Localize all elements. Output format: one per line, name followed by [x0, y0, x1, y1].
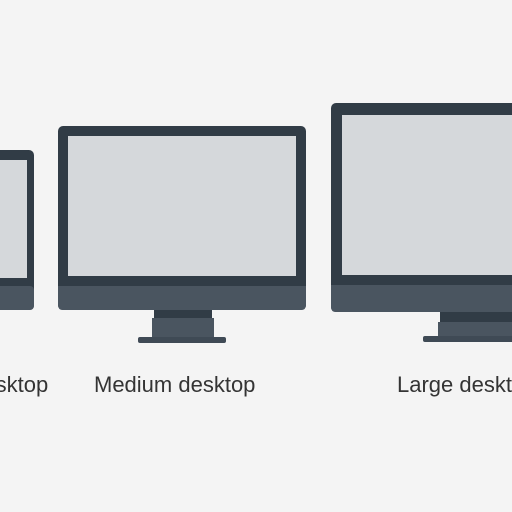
small-desktop-monitor-icon	[0, 150, 34, 310]
large-desktop-label: Large desktop	[397, 372, 512, 397]
small-desktop-label: Small desktop	[0, 372, 49, 397]
medium-monitor-screen	[68, 136, 296, 276]
large-monitor-neck	[440, 312, 512, 322]
large-monitor-chin	[331, 285, 512, 312]
medium-monitor-base	[138, 337, 226, 343]
medium-desktop-monitor-icon	[58, 126, 306, 343]
small-monitor-screen	[0, 160, 27, 278]
large-monitor-stand	[438, 322, 512, 336]
medium-monitor-chin	[58, 286, 306, 310]
medium-monitor-stand	[152, 318, 214, 338]
medium-monitor-neck	[154, 310, 212, 318]
large-desktop-monitor-icon	[331, 103, 512, 342]
large-monitor-screen	[342, 115, 512, 275]
small-monitor-chin	[0, 286, 34, 310]
large-monitor-base	[423, 336, 512, 342]
medium-desktop-label: Medium desktop	[94, 372, 256, 397]
